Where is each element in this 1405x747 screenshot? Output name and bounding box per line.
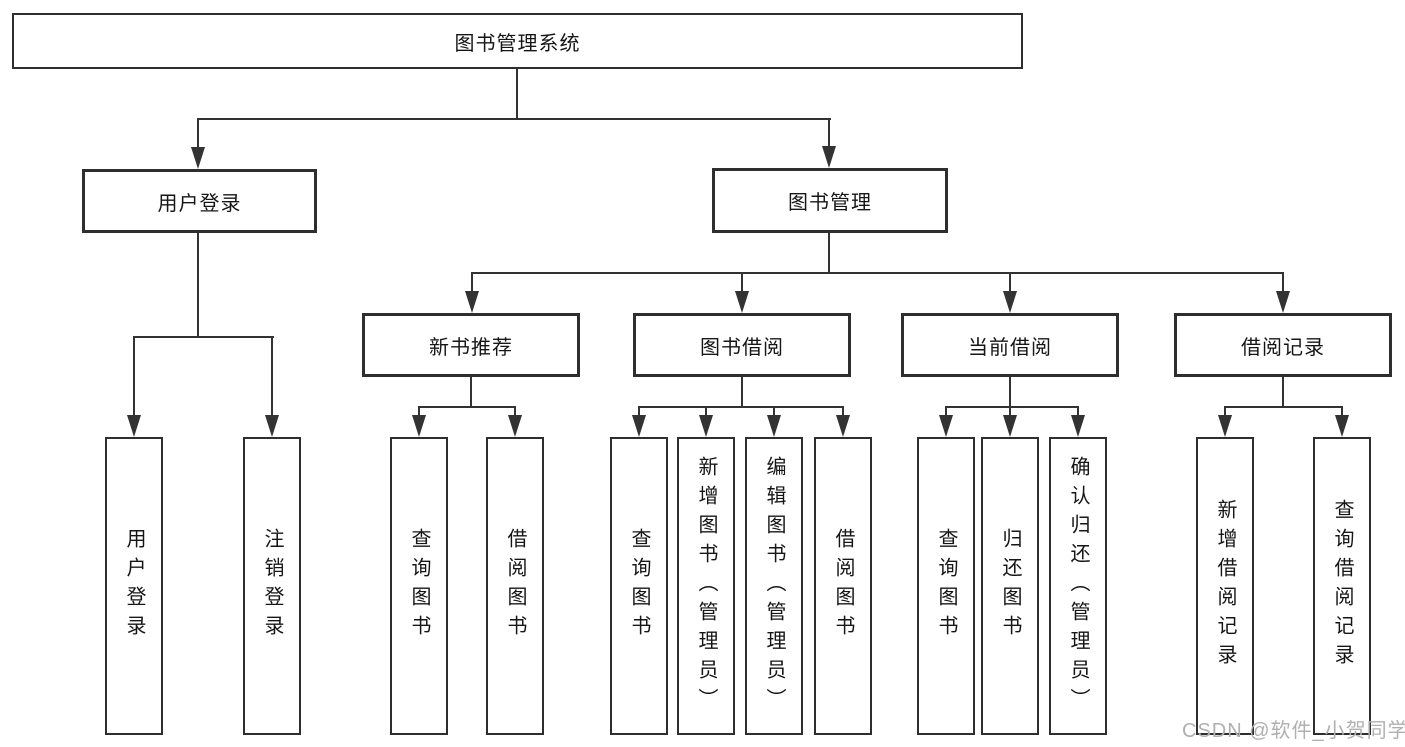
leaf-current-return: 归还图书	[981, 437, 1039, 735]
connector-line	[705, 406, 707, 418]
arrow-down-icon	[465, 291, 479, 313]
leaf-borrow-query-label: 查询图书	[628, 528, 650, 644]
arrow-down-icon	[939, 415, 953, 437]
arrow-down-icon	[822, 146, 836, 168]
arrow-down-icon	[836, 415, 850, 437]
connector-line	[471, 272, 473, 294]
connector-line	[842, 406, 844, 418]
node-current-borrow-label: 当前借阅	[968, 336, 1052, 359]
connector-line	[1009, 377, 1011, 408]
connector-line	[828, 233, 830, 274]
connector-line	[418, 406, 516, 408]
arrow-down-icon	[191, 147, 205, 169]
arrow-down-icon	[767, 415, 781, 437]
connector-line	[945, 406, 1079, 408]
leaf-current-confirm-admin-label: 确认归还（管理员）	[1067, 455, 1089, 717]
arrow-down-icon	[699, 415, 713, 437]
connector-line	[418, 406, 420, 418]
watermark: CSDN @软件_小贺同学	[1182, 720, 1405, 742]
connector-line	[1282, 377, 1284, 408]
leaf-current-confirm-admin: 确认归还（管理员）	[1049, 437, 1107, 735]
leaf-borrow-add-admin-label: 新增图书（管理员）	[695, 455, 717, 717]
connector-line	[945, 406, 947, 418]
leaf-borrow-add-admin: 新增图书（管理员）	[677, 437, 735, 735]
arrow-down-icon	[632, 415, 646, 437]
leaf-current-return-label: 归还图书	[999, 528, 1021, 644]
node-new-book-recommend: 新书推荐	[362, 313, 580, 377]
node-borrow-records-label: 借阅记录	[1241, 336, 1325, 359]
connector-line	[133, 336, 135, 418]
connector-line	[516, 69, 518, 120]
connector-line	[1009, 272, 1011, 294]
connector-line	[133, 336, 274, 338]
connector-line	[1077, 406, 1079, 418]
node-book-borrow-label: 图书借阅	[700, 336, 784, 359]
connector-line	[741, 377, 743, 408]
leaf-user-login: 用户登录	[105, 437, 163, 735]
connector-line	[470, 377, 472, 408]
node-new-book-recommend-label: 新书推荐	[429, 336, 513, 359]
connector-line	[514, 406, 516, 418]
leaf-record-add: 新增借阅记录	[1196, 437, 1254, 735]
arrow-down-icon	[508, 415, 522, 437]
leaf-borrow-query: 查询图书	[610, 437, 668, 735]
connector-line	[638, 406, 844, 408]
connector-line	[197, 118, 199, 150]
node-book-management: 图书管理	[712, 168, 948, 233]
connector-line	[271, 336, 273, 418]
connector-line	[741, 272, 743, 294]
leaf-record-query-label: 查询借阅记录	[1331, 499, 1353, 673]
arrow-down-icon	[1071, 415, 1085, 437]
leaf-current-query: 查询图书	[917, 437, 975, 735]
leaf-newbook-query: 查询图书	[390, 437, 448, 735]
leaf-newbook-borrow-label: 借阅图书	[504, 528, 526, 644]
node-current-borrow: 当前借阅	[901, 313, 1119, 377]
leaf-record-query: 查询借阅记录	[1313, 437, 1371, 735]
leaf-borrow-borrow-label: 借阅图书	[832, 528, 854, 644]
node-root: 图书管理系统	[12, 13, 1023, 69]
leaf-newbook-borrow: 借阅图书	[486, 437, 544, 735]
connector-line	[773, 406, 775, 418]
node-borrow-records: 借阅记录	[1174, 313, 1392, 377]
leaf-newbook-query-label: 查询图书	[408, 528, 430, 644]
node-book-management-label: 图书管理	[788, 192, 872, 214]
arrow-down-icon	[1218, 415, 1232, 437]
connector-line	[1341, 406, 1343, 418]
connector-line	[197, 233, 199, 338]
connector-line	[638, 406, 640, 418]
leaf-logout-label: 注销登录	[261, 528, 283, 644]
leaf-user-login-label: 用户登录	[123, 528, 145, 644]
leaf-record-add-label: 新增借阅记录	[1214, 499, 1236, 673]
arrow-down-icon	[127, 415, 141, 437]
node-user-login-label: 用户登录	[157, 192, 242, 215]
connector-line	[1009, 406, 1011, 418]
connector-line	[471, 272, 1284, 274]
leaf-borrow-borrow: 借阅图书	[814, 437, 872, 735]
leaf-borrow-edit-admin-label: 编辑图书（管理员）	[763, 455, 785, 717]
leaf-borrow-edit-admin: 编辑图书（管理员）	[745, 437, 803, 735]
arrow-down-icon	[1276, 291, 1290, 313]
connector-line	[828, 118, 830, 149]
arrow-down-icon	[1003, 291, 1017, 313]
arrow-down-icon	[412, 415, 426, 437]
arrow-down-icon	[1003, 415, 1017, 437]
leaf-current-query-label: 查询图书	[935, 528, 957, 644]
arrow-down-icon	[1335, 415, 1349, 437]
node-book-borrow: 图书借阅	[633, 313, 851, 377]
node-user-login: 用户登录	[82, 169, 317, 233]
arrow-down-icon	[735, 291, 749, 313]
connector-line	[1282, 272, 1284, 294]
connector-line	[197, 118, 831, 120]
node-root-label: 图书管理系统	[454, 32, 581, 55]
connector-line	[1224, 406, 1343, 408]
connector-line	[1224, 406, 1226, 418]
arrow-down-icon	[265, 415, 279, 437]
leaf-logout: 注销登录	[243, 437, 301, 735]
